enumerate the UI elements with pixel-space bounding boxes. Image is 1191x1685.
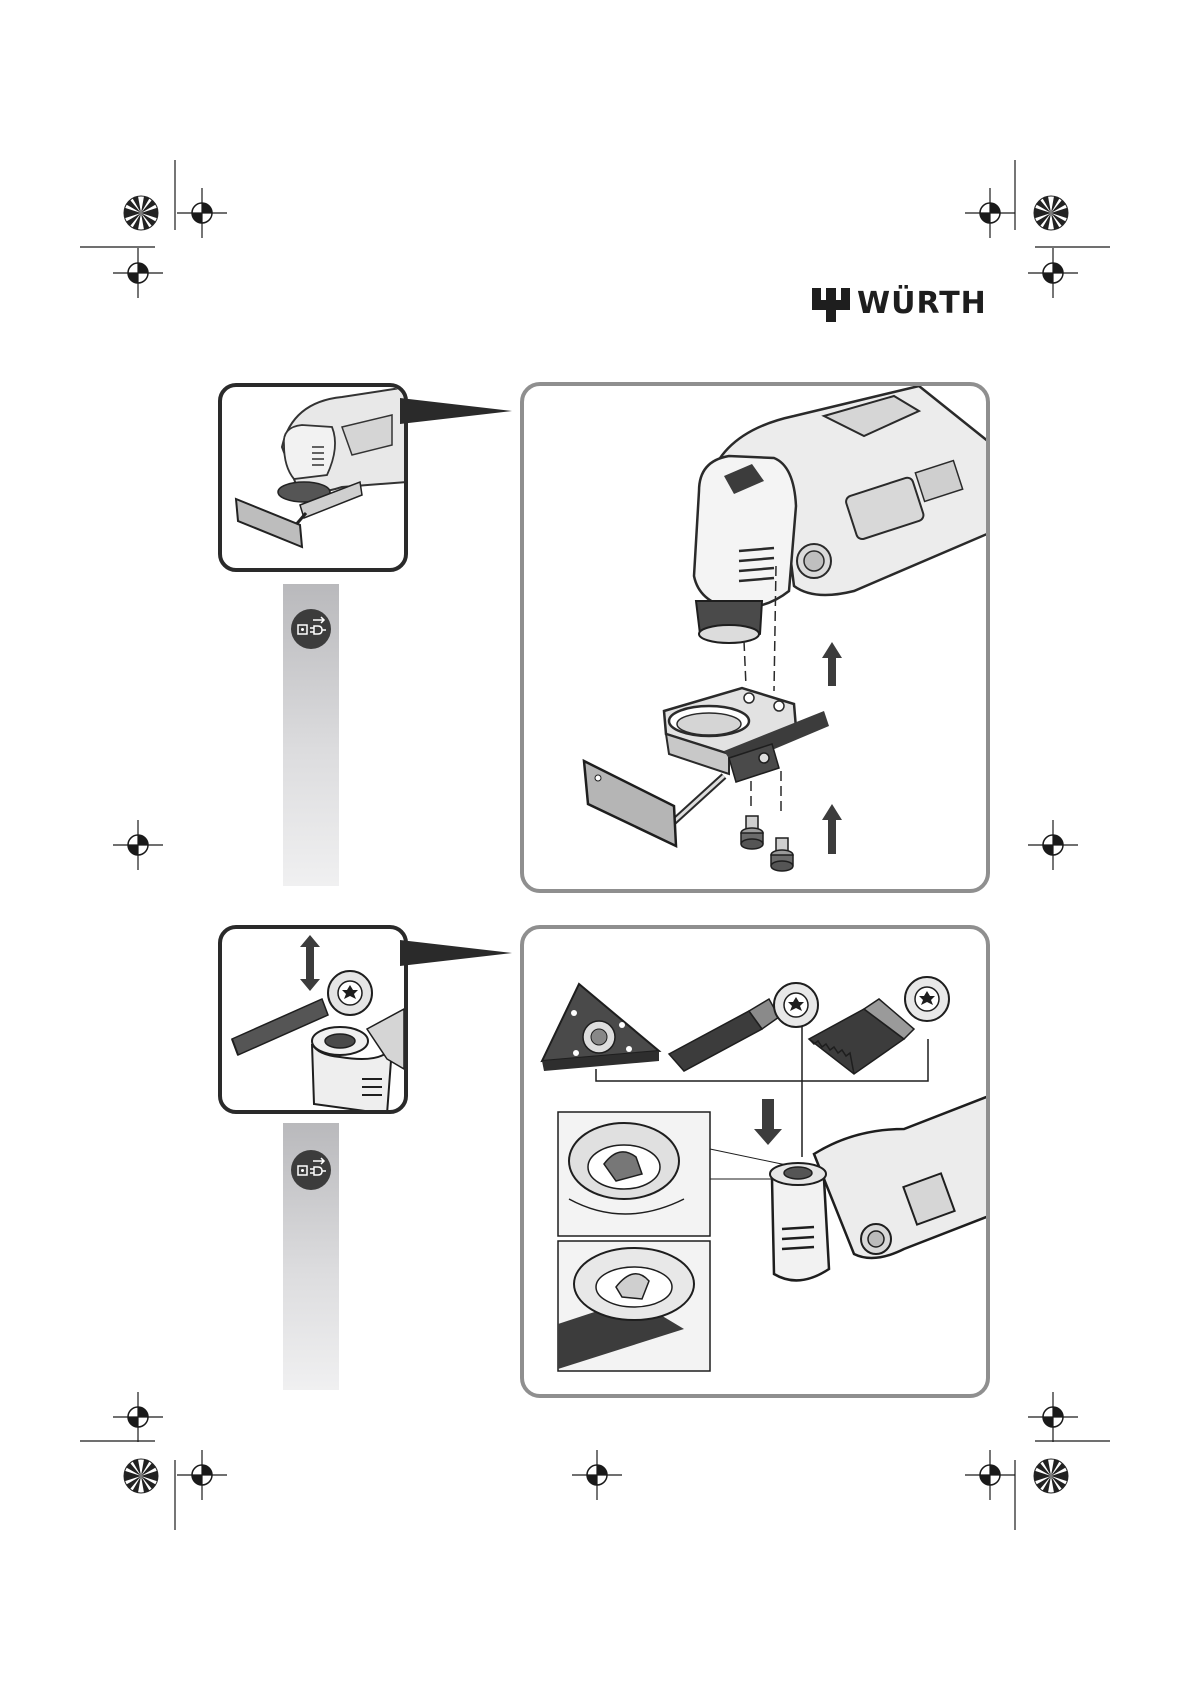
registration-mark-icon [177,1450,227,1500]
unplug-power-icon [290,608,332,650]
registration-mark-icon [572,1450,622,1500]
registration-mark-icon [965,188,1015,238]
step2-callout-wedge [400,940,512,966]
registration-mark-icon [113,820,163,870]
registration-mark-icon [1028,248,1078,298]
step2-thumbnail [218,925,408,1114]
registration-mark-icon [177,188,227,238]
unplug-power-icon [290,1149,332,1191]
registration-mark-icon [1028,1392,1078,1442]
wurth-logo-mark [812,288,850,322]
registration-mark-icon [113,1392,163,1442]
radial-star-target-icon [123,1458,159,1494]
step1-thumbnail [218,383,408,572]
radial-star-target-icon [1033,1458,1069,1494]
brand-wordmark: WÜRTH [857,289,987,319]
step2-illustration [520,925,990,1398]
step1-callout-wedge [400,398,512,424]
registration-mark-icon [113,248,163,298]
radial-star-target-icon [1033,195,1069,231]
registration-mark-icon [965,1450,1015,1500]
step1-illustration [520,382,990,893]
radial-star-target-icon [123,195,159,231]
registration-mark-icon [1028,820,1078,870]
